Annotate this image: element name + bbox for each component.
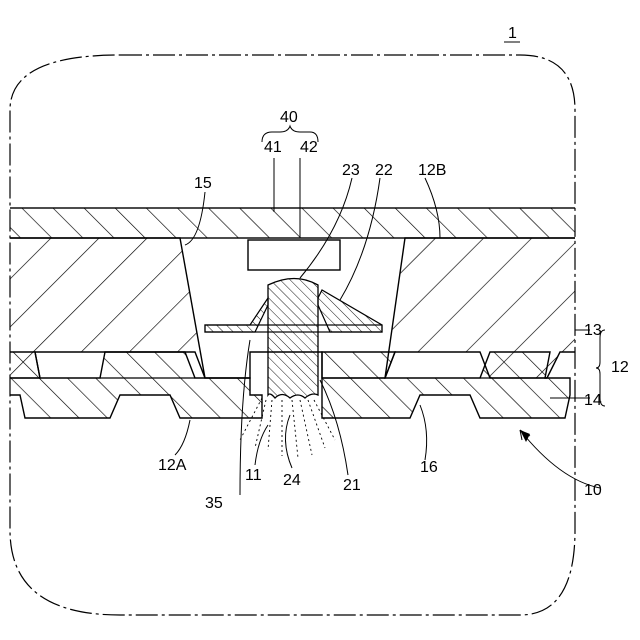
spring-washer-right xyxy=(318,290,382,332)
cap-block xyxy=(248,240,340,270)
label-10: 10 xyxy=(584,482,602,499)
label-16: 16 xyxy=(420,459,438,476)
label-35: 35 xyxy=(205,495,223,512)
label-12: 12 xyxy=(611,359,629,376)
label-22: 22 xyxy=(375,162,393,179)
label-11: 11 xyxy=(245,467,262,484)
label-14: 14 xyxy=(584,392,602,409)
label-24: 24 xyxy=(283,472,301,489)
label-23: 23 xyxy=(342,162,360,179)
label-13: 13 xyxy=(584,322,602,339)
label-42: 42 xyxy=(300,139,318,156)
base-layer-14 xyxy=(0,352,262,418)
spring-washer xyxy=(205,298,268,332)
label-12A: 12A xyxy=(158,457,187,474)
label-12B: 12B xyxy=(418,162,446,179)
base-layer-14-right xyxy=(322,352,570,418)
label-21: 21 xyxy=(343,477,361,494)
label-15: 15 xyxy=(194,175,212,192)
pin-body xyxy=(268,279,318,399)
figure-number: 1 xyxy=(508,25,517,42)
label-40: 40 xyxy=(280,109,298,126)
cover-plate xyxy=(0,208,640,238)
label-41: 41 xyxy=(264,139,282,156)
